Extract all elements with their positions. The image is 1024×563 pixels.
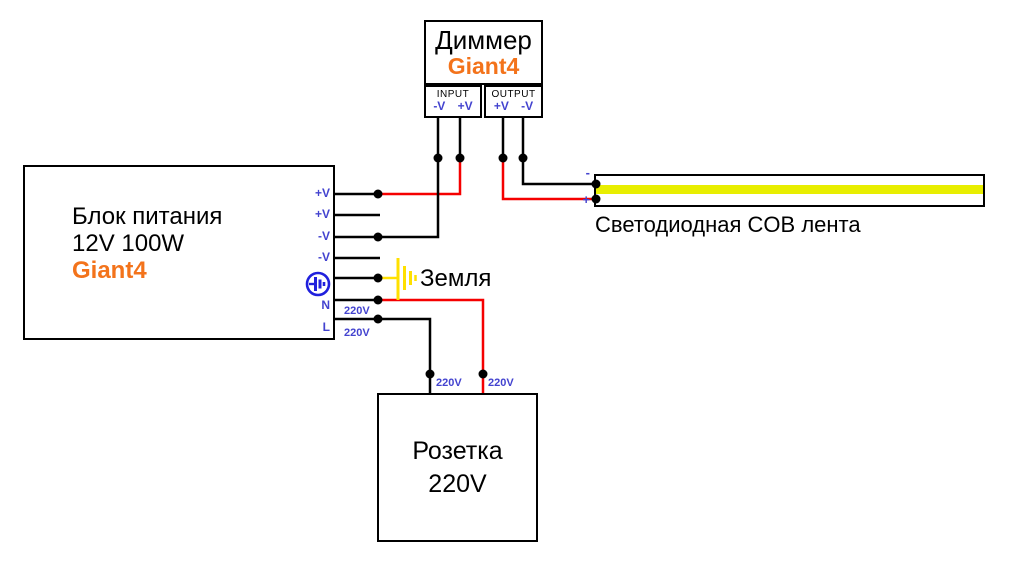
wire-psu-l-to-socket: [378, 317, 432, 393]
power-supply-box: [23, 165, 335, 340]
dimmer-box: Диммер Giant4: [424, 20, 543, 85]
psu-terminal-l: L: [322, 320, 330, 334]
socket-line1: Розетка: [412, 436, 503, 465]
psu-terminal-plus-v-2: +V: [314, 207, 330, 221]
power-supply-line1: Блок питания: [72, 203, 223, 230]
power-supply-text: Блок питания 12V 100W Giant4: [72, 203, 222, 284]
ground-label: Земля: [420, 265, 492, 292]
psu-terminal-minus-v-2: -V: [318, 250, 330, 264]
dimmer-input-label: INPUT: [436, 89, 470, 101]
power-supply-line2: 12V 100W: [72, 230, 185, 257]
psu-terminal-stubs: [335, 192, 380, 321]
dimmer-brand: Giant4: [447, 53, 520, 80]
psu-terminal-n: N: [321, 298, 330, 312]
dimmer-output-terminal-block: OUTPUT +V -V: [484, 85, 543, 118]
wire-psu-minusv-to-dimmer-input: [378, 158, 440, 239]
psu-terminal-plus-v-1: +V: [314, 186, 330, 200]
led-strip: [594, 174, 985, 207]
wire-psu-n-to-socket: [378, 298, 485, 393]
socket-box: Розетка 220V: [377, 393, 538, 542]
earth-ground-icon: [381, 258, 417, 300]
dimmer-terminal-stubs: [436, 118, 525, 158]
dimmer-output-label: OUTPUT: [491, 89, 536, 101]
psu-n-wire-voltage-label: 220V: [344, 305, 370, 317]
socket-right-wire-voltage-label: 220V: [488, 377, 514, 389]
dimmer-input-terminal-block: INPUT -V +V: [424, 85, 482, 118]
dimmer-output-pins: +V -V: [493, 99, 534, 114]
strip-plus-pin-label: +: [582, 192, 590, 207]
dimmer-input-pins: -V +V: [433, 99, 473, 114]
led-strip-caption: Светодиодная COB лента: [595, 212, 861, 237]
socket-line2: 220V: [428, 469, 487, 498]
dimmer-title: Диммер: [435, 25, 532, 56]
protective-earth-icon: [305, 271, 331, 297]
led-strip-stripe: [596, 185, 983, 194]
strip-minus-pin-label: -: [585, 165, 590, 180]
socket-left-wire-voltage-label: 220V: [436, 377, 462, 389]
psu-l-wire-voltage-label: 220V: [344, 327, 370, 339]
psu-terminal-minus-v-1: -V: [318, 229, 330, 243]
power-supply-brand: Giant4: [72, 257, 147, 284]
wire-psu-plusv-to-dimmer-input: [378, 158, 462, 196]
